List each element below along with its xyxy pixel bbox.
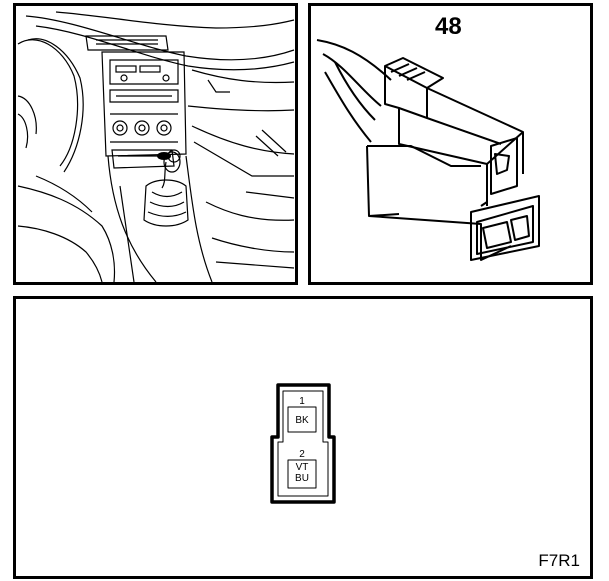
connector-face-outline	[270, 383, 336, 504]
pinout-panel: 1 BK 2 VT BU F7R1	[13, 296, 593, 579]
pin-2-cavity	[287, 459, 317, 489]
pin-1-wire-color: BK	[295, 415, 309, 426]
pin-1-number: 1	[299, 396, 305, 407]
diagram-code: F7R1	[538, 551, 580, 570]
connector-view-panel: 48	[308, 3, 593, 285]
pin-2-wire-color: VT BU	[295, 462, 309, 484]
dashboard-interior-illustration	[17, 11, 295, 282]
connector-location-marker	[157, 152, 171, 160]
connector-illustration	[316, 39, 540, 261]
pin-1-cavity	[287, 406, 317, 433]
pin-2-number: 2	[299, 449, 305, 460]
connector-number: 48	[435, 13, 462, 40]
location-view-panel	[13, 3, 298, 285]
